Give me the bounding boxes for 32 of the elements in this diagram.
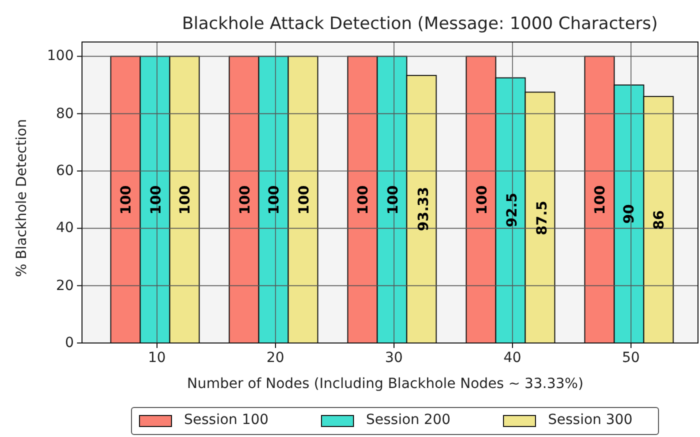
value-label: 86 [652,210,666,230]
tick-label: 40 [504,351,522,365]
tick-label: 0 [65,336,74,350]
tick-label: 100 [47,49,74,64]
tick-label: 80 [56,106,74,121]
tick-label: 10 [148,351,166,365]
value-label: 100 [238,185,252,214]
value-label: 100 [356,185,371,214]
value-label: 100 [268,185,282,214]
legend-label: Session 200 [366,412,451,429]
value-label: 87.5 [534,200,549,235]
tick-label: 20 [266,351,284,365]
tick-label: 50 [622,351,640,365]
chart-title: Blackhole Attack Detection (Message: 1000 Characters) [182,16,658,32]
tick-label: 60 [56,164,74,178]
legend-label: Session 300 [548,412,633,429]
value-label: 100 [178,185,193,214]
tick-label: 20 [56,278,74,293]
value-label: 100 [120,185,134,214]
tick-label: 40 [56,221,74,236]
value-label: 100 [386,185,400,214]
value-label: 92.5 [505,193,520,228]
legend-label: Session 100 [184,412,269,429]
value-label: 100 [475,185,490,214]
value-label: 93.33 [416,187,431,232]
value-label: 100 [149,185,164,214]
axis-title: Number of Nodes (Including Blackhole Nodes ~ 33.33%) [187,377,584,391]
value-label: 100 [297,185,312,214]
value-label: 100 [594,185,608,214]
value-label: 90 [622,204,637,224]
axis-title: % Blackhole Detection [15,118,30,277]
tick-label: 30 [385,351,403,365]
